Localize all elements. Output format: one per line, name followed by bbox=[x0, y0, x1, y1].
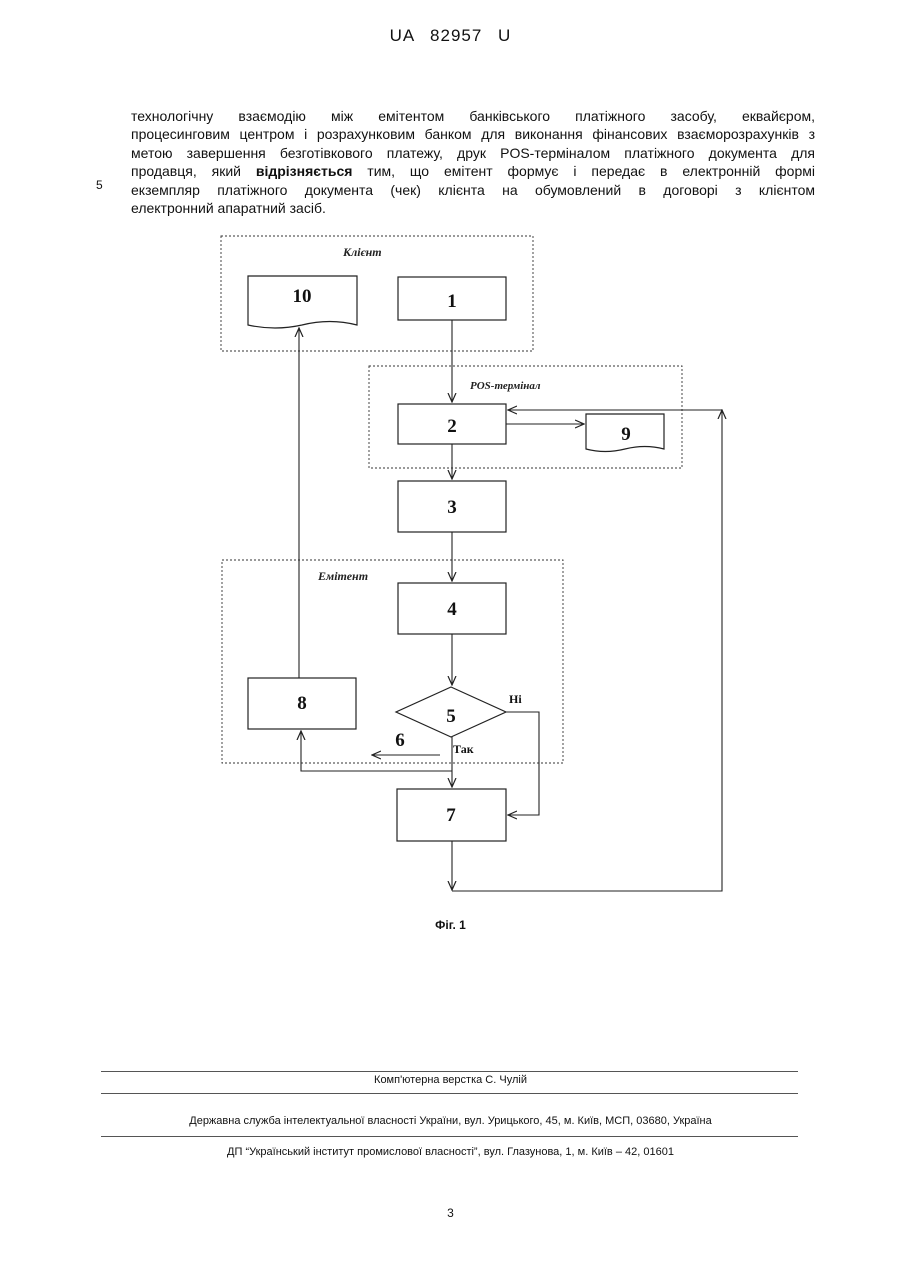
branch-yes-label: Так bbox=[453, 742, 474, 756]
footer-layout-credit: Комп'ютерна верстка С. Чулій bbox=[0, 1074, 901, 1086]
footer-divider bbox=[101, 1093, 798, 1094]
document-9-label: 9 bbox=[621, 424, 631, 445]
document-10-label: 10 bbox=[293, 286, 312, 307]
exit-6-label: 6 bbox=[395, 730, 405, 751]
block-7-label: 7 bbox=[446, 805, 456, 826]
flow-to-8 bbox=[301, 731, 452, 771]
block-3-label: 3 bbox=[447, 497, 457, 518]
block-1-label: 1 bbox=[447, 291, 457, 312]
issuer-group-label: Емітент bbox=[317, 569, 368, 583]
block-4-label: 4 bbox=[447, 599, 457, 620]
footer-service: Державна служба інтелектуальної власност… bbox=[0, 1115, 901, 1127]
page-number: 3 bbox=[0, 1206, 901, 1220]
issuer-group-frame bbox=[222, 560, 563, 763]
block-8-label: 8 bbox=[297, 693, 307, 714]
footer-divider bbox=[101, 1136, 798, 1137]
block-2-label: 2 bbox=[447, 416, 457, 437]
footer-institute: ДП “Український інститут промислової вла… bbox=[0, 1146, 901, 1158]
branch-no-label: Ні bbox=[509, 692, 522, 706]
flow-5-no-to-7 bbox=[506, 712, 539, 815]
pos-group-label: POS-термінал bbox=[470, 380, 541, 392]
footer-divider bbox=[101, 1071, 798, 1072]
decision-5-label: 5 bbox=[446, 706, 456, 727]
client-group-label: Клієнт bbox=[342, 245, 382, 259]
figure-caption: Фіг. 1 bbox=[0, 918, 901, 932]
